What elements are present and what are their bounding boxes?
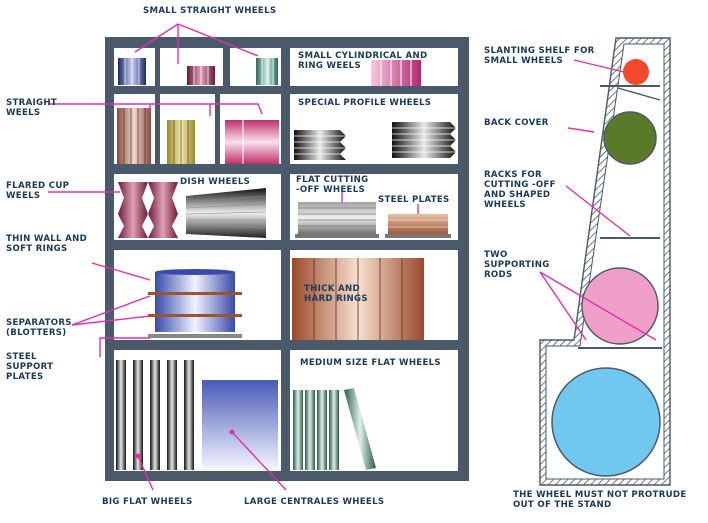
label-steel-plates: STEEL PLATES xyxy=(378,195,450,205)
label-thick-hard-rings: THICK AND HARD RINGS xyxy=(304,284,368,304)
steel-plates-stack xyxy=(385,214,451,238)
label-small-cylindrical-ring: SMALL CYLINDRICAL AND RING WEELS xyxy=(298,51,428,71)
label-flared-cup-weels: FLARED CUP WEELS xyxy=(6,181,70,201)
label-dish-wheels: DISH WHEELS xyxy=(180,177,251,187)
label-back-cover: BACK COVER xyxy=(484,118,549,128)
label-big-flat-wheels: BIG FLAT WHEELS xyxy=(102,497,193,507)
straight-wheels xyxy=(117,108,279,164)
label-special-profile-wheels: SPECIAL PROFILE WHEELS xyxy=(298,98,432,108)
thick-hard-rings xyxy=(292,258,424,340)
dish-wheels xyxy=(185,188,267,238)
medium-flat-wheels xyxy=(293,388,376,470)
big-flat-wheels xyxy=(116,360,194,470)
label-must-not-protrude: THE WHEEL MUST NOT PROTRUDE OUT OF THE S… xyxy=(513,490,687,510)
label-racks: RACKS FOR CUTTING -OFF AND SHAPED WHEELS xyxy=(484,170,556,210)
pointer-dots xyxy=(135,429,235,459)
label-thin-wall-soft-rings: THIN WALL AND SOFT RINGS xyxy=(6,234,87,254)
thin-wall-soft-rings xyxy=(148,269,242,338)
large-centrales-wheels xyxy=(202,380,278,470)
special-profile-wheels xyxy=(294,122,456,160)
label-separators: SEPARATORS (BLOTTERS) xyxy=(6,318,72,338)
label-large-centrales-wheels: LARGE CENTRALES WHEELS xyxy=(244,497,385,507)
flared-cup-wheels xyxy=(118,182,178,238)
label-steel-support-plates: STEEL SUPPORT PLATES xyxy=(6,352,54,382)
small-straight-wheels xyxy=(118,58,278,85)
small-cylindrical-ring-wheels xyxy=(371,60,421,86)
label-straight-weels: STRAIGHT WEELS xyxy=(6,98,58,118)
flat-cutting-off-wheels xyxy=(295,202,379,238)
label-two-rods: TWO SUPPORTING RODS xyxy=(484,250,550,280)
label-slanting-shelf: SLANTING SHELF FOR SMALL WHEELS xyxy=(484,46,595,66)
label-small-straight-wheels: SMALL STRAIGHT WHEELS xyxy=(143,6,277,16)
label-flat-cutting-off: FLAT CUTTING -OFF WHEELS xyxy=(296,175,369,195)
pointer-lines xyxy=(48,23,657,491)
stand-wheels xyxy=(551,59,661,477)
label-medium-flat-wheels: MEDIUM SIZE FLAT WHEELS xyxy=(300,358,441,368)
